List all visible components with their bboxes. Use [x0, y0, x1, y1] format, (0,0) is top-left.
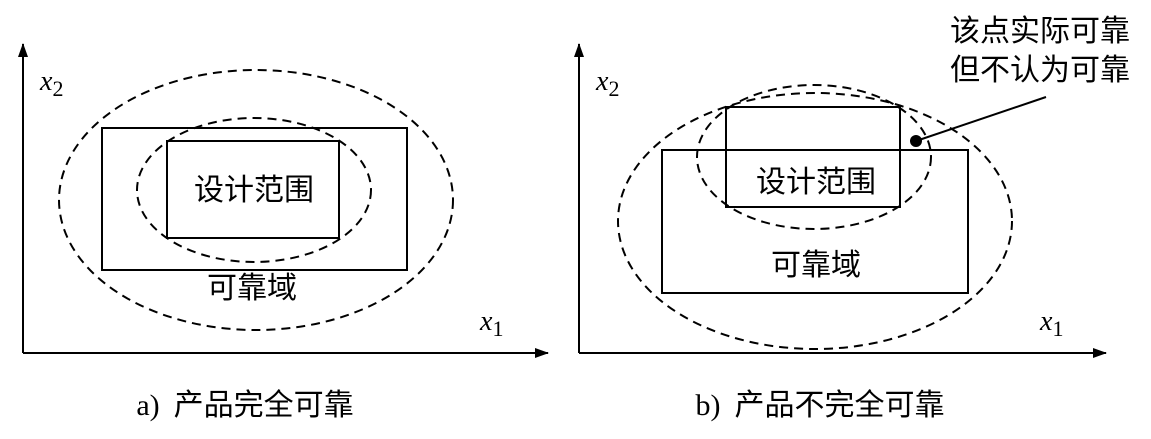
panel-b: x2 x1 设计范围 可靠域 该点实际可靠 但不认为可靠 b)产品不完全可靠 [574, 14, 1130, 423]
panel-b-reliable-domain-rect [661, 149, 969, 294]
panel-a-x-axis-label: x1 [479, 306, 503, 341]
panel-a-reliable-domain-rect [101, 127, 408, 271]
panel-a-inner-dashed-ellipse [136, 117, 372, 263]
panel-b-annotation-line2: 但不认为可靠 [950, 53, 1130, 88]
panel-a-outer-dashed-ellipse [58, 69, 454, 331]
panel-a: x2 x1 设计范围 可靠域 a)产品完全可靠 [18, 43, 549, 423]
panel-b-unreliable-point-marker [910, 135, 922, 147]
panel-b-design-range-label: 设计范围 [756, 165, 876, 200]
panel-b-reliable-domain-label: 可靠域 [771, 248, 861, 283]
panel-b-outer-dashed-ellipse [617, 92, 1013, 350]
panel-a-design-range-rect [166, 140, 340, 239]
panel-b-inner-dashed-ellipse [696, 84, 932, 230]
panel-a-reliable-domain-label: 可靠域 [207, 271, 297, 306]
panel-b-annotation-line1: 该点实际可靠 [950, 14, 1130, 49]
panel-b-y-axis-label: x2 [595, 66, 619, 101]
panel-b-caption: b)产品不完全可靠 [696, 388, 945, 423]
panel-a-caption: a)产品完全可靠 [136, 388, 353, 423]
panel-b-x-axis-label: x1 [1039, 306, 1063, 341]
panel-a-y-axis-label: x2 [39, 66, 63, 101]
panel-a-design-range-label: 设计范围 [194, 173, 314, 208]
panel-b-annotation-leader [915, 96, 1047, 142]
panel-b-design-range-rect [725, 106, 901, 208]
